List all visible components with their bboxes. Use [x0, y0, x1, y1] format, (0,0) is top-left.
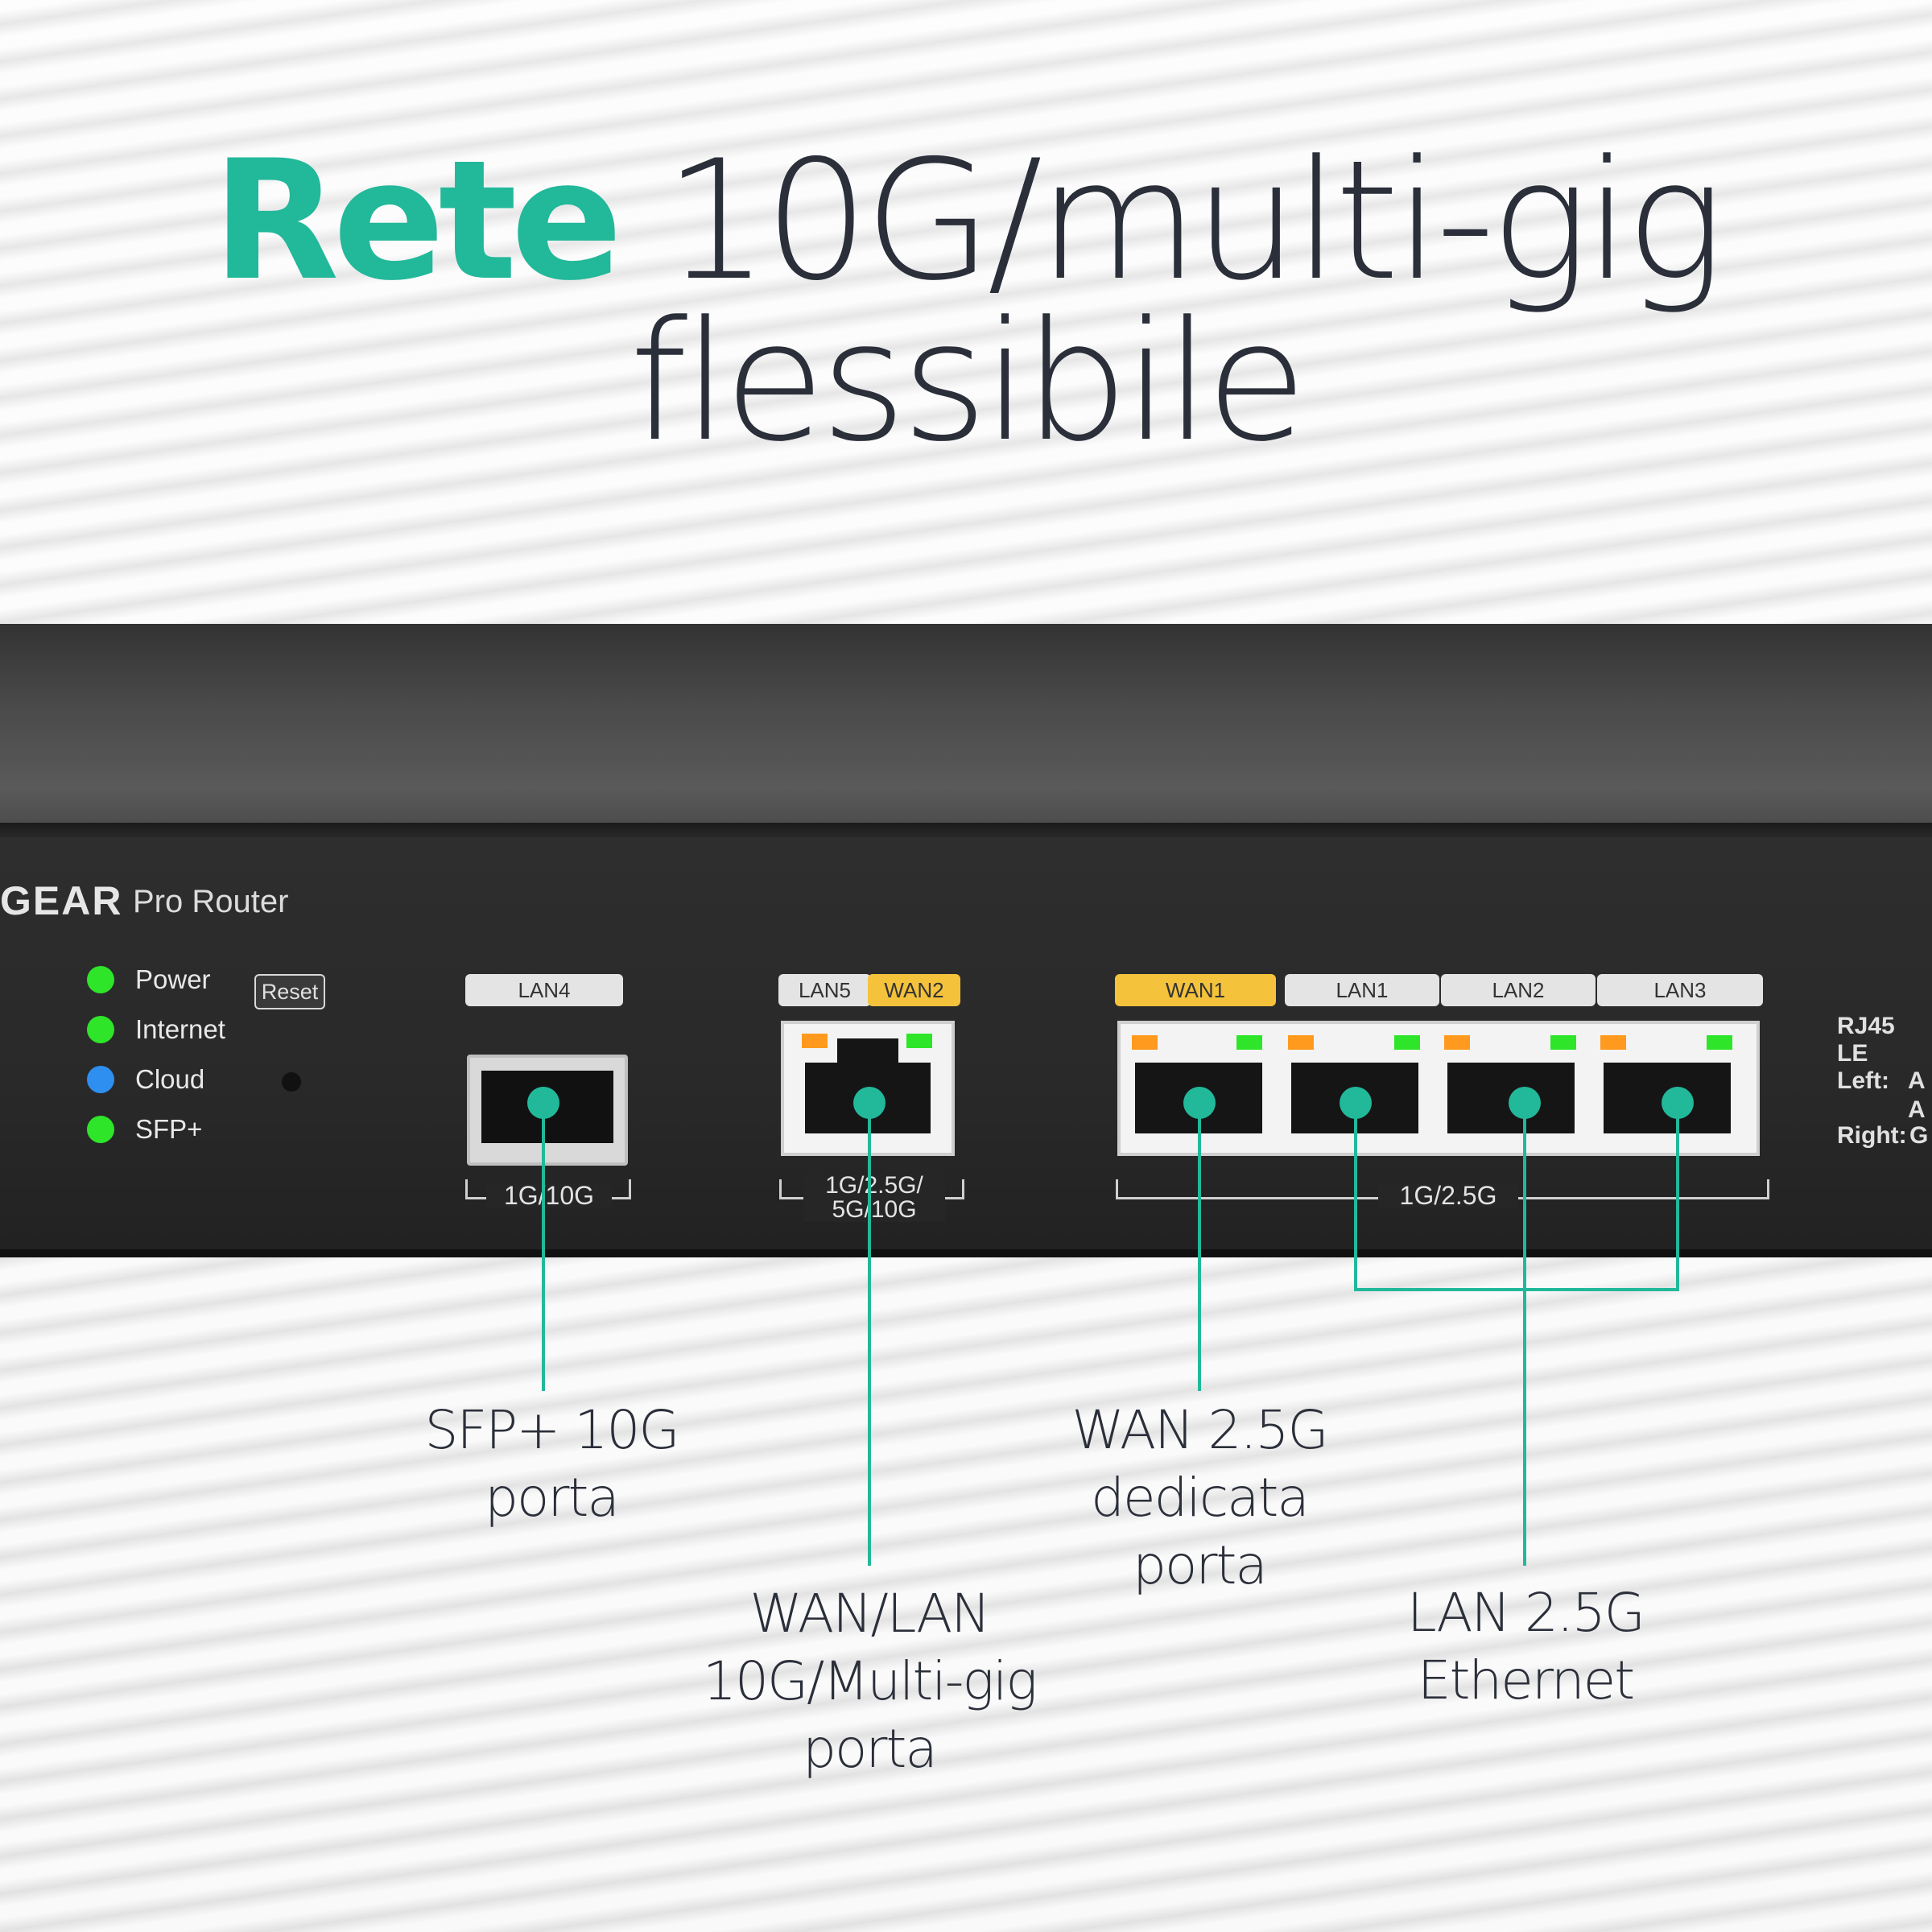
led-cloud: Cloud [87, 1064, 204, 1095]
led-sfp-icon [87, 1116, 114, 1143]
reset-button[interactable]: Reset [254, 974, 325, 1009]
callout-line: porta [1133, 1534, 1268, 1596]
led-label: SFP+ [135, 1114, 203, 1144]
dot-sfp [527, 1087, 559, 1119]
tag-lan1: LAN1 [1285, 974, 1439, 1006]
led-label: Power [135, 964, 211, 994]
port-led-orange [1600, 1035, 1626, 1050]
port-led-green [1707, 1035, 1732, 1050]
dot-wan [1183, 1087, 1216, 1119]
tag-lan3: LAN3 [1597, 974, 1763, 1006]
callout-lan: LAN 2.5G Ethernet [1352, 1579, 1699, 1715]
led-internet: Internet [87, 1014, 225, 1045]
tag-lan5: LAN5 [778, 974, 871, 1006]
headline-rest: 10G/multi-gig [663, 126, 1725, 317]
speed-line1: 1G/2.5G/ [825, 1172, 923, 1199]
speed-label-lan-group: 1G/2.5G [1378, 1183, 1518, 1208]
headline-accent: Rete [212, 126, 623, 317]
legend-left-label: Left: [1837, 1067, 1889, 1094]
callout-wanlan: WAN/LAN 10G/Multi-gig porta [660, 1580, 1079, 1783]
callout-line: Ethernet [1417, 1649, 1635, 1711]
callout-line: LAN 2.5G [1407, 1582, 1645, 1644]
led-sfp: SFP+ [87, 1114, 202, 1145]
port-led-green [906, 1034, 932, 1048]
led-internet-icon [87, 1016, 114, 1043]
legend-left-value-1: A [1908, 1067, 1926, 1094]
rj45-latch [837, 1038, 898, 1066]
port-led-green [1394, 1035, 1420, 1050]
callout-sfp: SFP+ 10G porta [374, 1397, 729, 1532]
tag-wan2: WAN2 [868, 974, 960, 1006]
tag-lan4: LAN4 [465, 974, 623, 1006]
port-led-orange [1444, 1035, 1470, 1050]
dot-lan3 [1662, 1087, 1694, 1119]
callout-line: 10G/Multi-gig [702, 1650, 1038, 1712]
callout-line: porta [803, 1718, 938, 1780]
port-led-orange [1132, 1035, 1158, 1050]
callout-line: WAN/LAN [749, 1583, 990, 1645]
dot-lan2 [1509, 1087, 1541, 1119]
brand-logo: GEAR [0, 878, 123, 923]
led-cloud-icon [87, 1066, 114, 1093]
callout-line: WAN 2.5G [1071, 1399, 1328, 1461]
headline-line2: flessibile [630, 287, 1307, 478]
line-lan-bracket [1354, 1103, 1679, 1291]
router-edge [0, 823, 1932, 840]
led-power: Power [87, 964, 211, 995]
speed-line2: 5G/10G [832, 1196, 917, 1223]
tag-wan1: WAN1 [1115, 974, 1276, 1006]
legend-title: RJ45 LE [1837, 1013, 1895, 1067]
dot-wanlan [853, 1087, 886, 1119]
legend-right-label: Right: [1837, 1122, 1907, 1149]
legend-left-value-2: A [1908, 1096, 1926, 1123]
router-top-panel [0, 624, 1932, 829]
led-power-icon [87, 966, 114, 993]
callout-line: SFP+ 10G [424, 1399, 679, 1461]
tag-lan2: LAN2 [1441, 974, 1596, 1006]
legend-right-value: G [1909, 1122, 1929, 1149]
led-label: Internet [135, 1014, 225, 1044]
led-label: Cloud [135, 1064, 205, 1094]
callout-line: dedicata [1091, 1467, 1310, 1529]
model-name: Pro Router [133, 884, 289, 919]
port-led-orange [802, 1034, 828, 1048]
callout-wan: WAN 2.5G dedicata porta [1022, 1397, 1377, 1600]
headline: Rete 10G/multi-gig flessibile [0, 139, 1932, 478]
port-led-green [1236, 1035, 1262, 1050]
callout-line: porta [485, 1467, 620, 1529]
speed-label-multigig: 1G/2.5G/ 5G/10G [803, 1174, 945, 1222]
port-led-orange [1288, 1035, 1314, 1050]
port-led-green [1550, 1035, 1576, 1050]
speed-label-sfp: 1G/10G [486, 1183, 612, 1208]
reset-pinhole[interactable] [282, 1072, 301, 1092]
dot-lan1 [1340, 1087, 1372, 1119]
